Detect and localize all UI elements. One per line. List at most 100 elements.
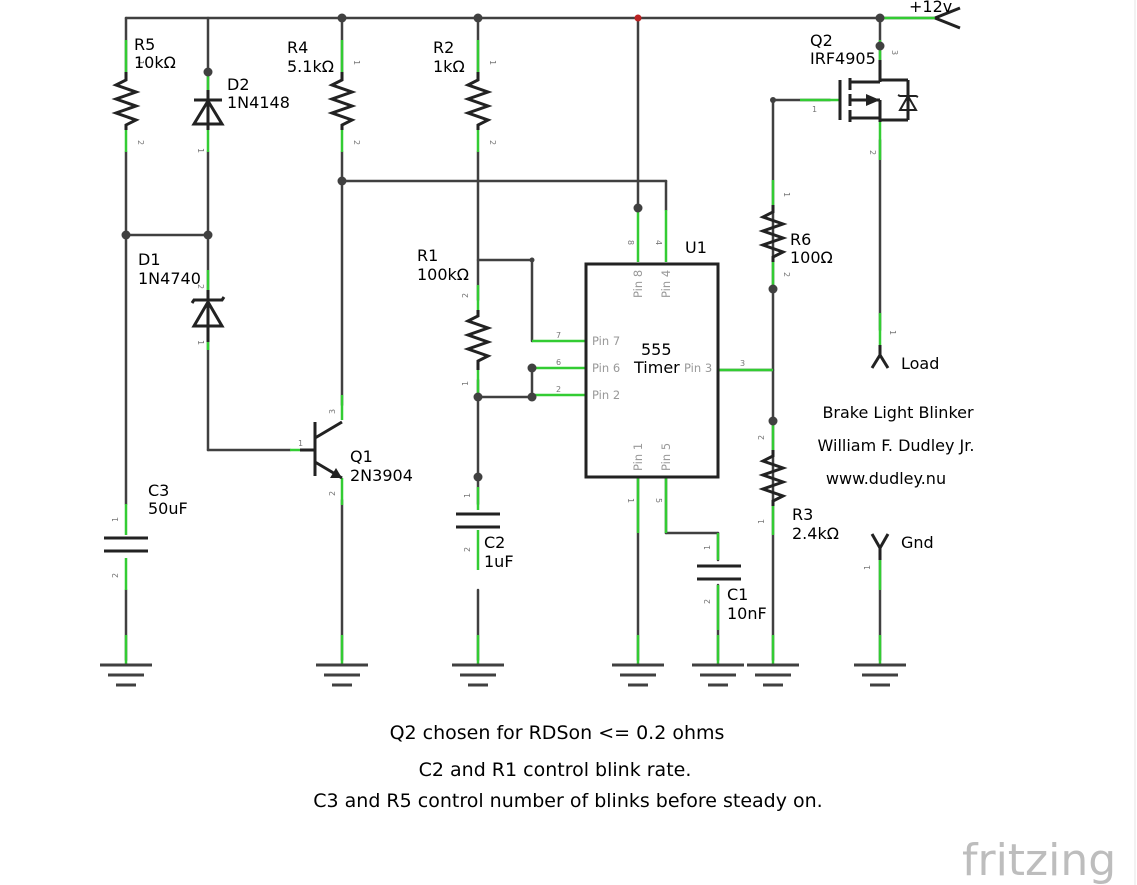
svg-text:1: 1 — [488, 60, 497, 65]
r5-ref: R5 — [134, 35, 155, 54]
capacitor-c3 — [104, 536, 148, 553]
svg-text:1: 1 — [352, 60, 361, 65]
r2-value: 1kΩ — [433, 57, 465, 76]
ground-icon — [452, 663, 504, 687]
supply-label: +12v — [909, 0, 952, 16]
pin2-label: Pin 2 — [592, 388, 620, 402]
r4-value: 5.1kΩ — [287, 57, 334, 76]
capacitor-c2 — [456, 512, 500, 529]
website-text: www.dudley.nu — [826, 469, 946, 488]
ground-icon — [612, 663, 664, 687]
svg-text:2: 2 — [328, 491, 337, 496]
junction-dots — [121, 13, 885, 482]
svg-text:2: 2 — [111, 573, 120, 578]
ground-icon — [316, 663, 368, 687]
fritzing-watermark: fritzing — [962, 835, 1116, 885]
u1-name-line1: 555 — [641, 340, 672, 359]
c2-ref: C2 — [484, 533, 505, 552]
r3-ref: R3 — [792, 505, 813, 524]
author-text: William F. Dudley Jr. — [818, 436, 975, 455]
svg-text:7: 7 — [556, 331, 561, 340]
svg-text:3: 3 — [890, 50, 899, 55]
svg-text:1: 1 — [136, 60, 145, 65]
pin8-label: Pin 8 — [631, 270, 645, 298]
svg-text:1: 1 — [626, 498, 635, 503]
r1-value: 100kΩ — [417, 265, 469, 284]
load-label: Load — [901, 354, 939, 373]
r1-ref: R1 — [417, 246, 438, 265]
svg-text:1: 1 — [463, 493, 472, 498]
gnd-label: Gnd — [901, 533, 934, 552]
svg-text:2: 2 — [703, 599, 712, 604]
resistor-r3 — [758, 450, 788, 506]
svg-text:1: 1 — [196, 340, 205, 345]
svg-text:2: 2 — [136, 140, 145, 145]
note-line-3: C3 and R5 control number of blinks befor… — [313, 790, 822, 812]
d1-value: 1N4740 — [138, 269, 201, 288]
component-labels: R5 10kΩ D2 1N4148 R4 5.1kΩ R2 1kΩ Q2 IRF… — [134, 0, 952, 623]
pin3-label: Pin 3 — [684, 361, 712, 375]
zener-d1 — [190, 290, 226, 342]
resistor-r5 — [111, 72, 141, 130]
d1-ref: D1 — [138, 250, 161, 269]
load-arrow-icon — [870, 345, 890, 369]
d2-value: 1N4148 — [227, 93, 290, 112]
ground-icon — [100, 663, 152, 687]
pin1-label: Pin 1 — [631, 443, 645, 471]
c3-ref: C3 — [148, 481, 169, 500]
svg-text:4: 4 — [654, 240, 663, 245]
svg-text:2: 2 — [757, 435, 766, 440]
ic-pin-labels: Pin 8 Pin 4 Pin 7 Pin 6 Pin 2 Pin 3 Pin … — [592, 270, 712, 471]
ic-u1-555 — [584, 262, 720, 479]
mosfet-q2 — [838, 60, 919, 122]
resistor-r2 — [463, 72, 493, 130]
title-text: Brake Light Blinker — [822, 403, 974, 422]
svg-text:2: 2 — [488, 140, 497, 145]
resistor-r6 — [758, 205, 788, 262]
u1-name-line2: Timer — [633, 358, 680, 377]
svg-text:1: 1 — [812, 105, 817, 114]
svg-text:2: 2 — [352, 140, 361, 145]
svg-text:2: 2 — [556, 385, 561, 394]
r6-ref: R6 — [790, 230, 811, 249]
svg-text:2: 2 — [782, 272, 791, 277]
svg-text:1: 1 — [461, 381, 470, 386]
c2-value: 1uF — [484, 552, 514, 571]
r4-ref: R4 — [287, 38, 308, 57]
r3-value: 2.4kΩ — [792, 524, 839, 543]
svg-text:1: 1 — [888, 330, 897, 335]
supply-arrow-icon — [934, 6, 961, 30]
svg-text:3: 3 — [740, 359, 745, 368]
resistor-r4 — [327, 72, 357, 130]
svg-text:1: 1 — [757, 519, 766, 524]
q2-ref: Q2 — [810, 31, 833, 50]
svg-text:1: 1 — [111, 517, 120, 522]
pin6-label: Pin 6 — [592, 361, 620, 375]
title-block: Brake Light Blinker William F. Dudley Jr… — [818, 403, 975, 488]
resistor-r1 — [463, 310, 493, 370]
c1-value: 10nF — [727, 604, 767, 623]
capacitor-c1 — [697, 564, 741, 581]
ground-icon — [747, 663, 799, 687]
q1-value: 2N3904 — [350, 466, 413, 485]
c1-ref: C1 — [727, 585, 748, 604]
svg-text:6: 6 — [556, 358, 561, 367]
notes: Q2 chosen for RDSon <= 0.2 ohms C2 and R… — [313, 722, 822, 812]
wires — [124, 16, 937, 662]
pin5-label: Pin 5 — [659, 443, 673, 471]
svg-text:2: 2 — [868, 150, 877, 155]
ground-symbols — [100, 663, 906, 687]
q2-value: IRF4905 — [810, 49, 876, 68]
r5-value: 10kΩ — [134, 53, 176, 72]
diode-d2 — [191, 90, 225, 130]
note-line-2: C2 and R1 control blink rate. — [419, 759, 692, 781]
ground-icon — [854, 663, 906, 687]
svg-text:1: 1 — [196, 148, 205, 153]
svg-text:2: 2 — [461, 293, 470, 298]
pin4-label: Pin 4 — [659, 270, 673, 298]
svg-text:8: 8 — [626, 240, 635, 245]
pin7-label: Pin 7 — [592, 334, 620, 348]
svg-text:1: 1 — [782, 192, 791, 197]
